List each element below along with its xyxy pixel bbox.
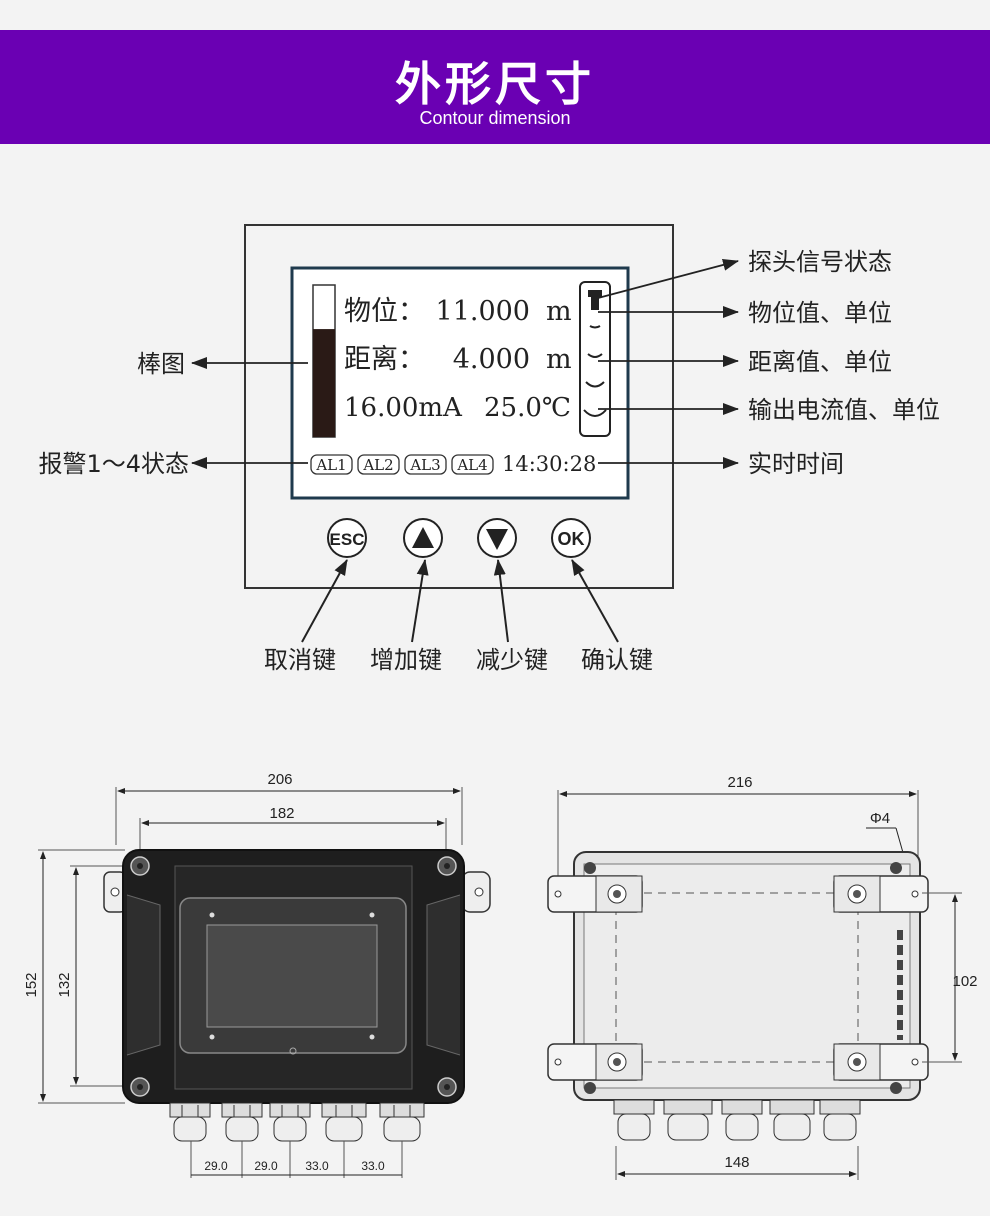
mounting-bracket [833, 875, 929, 913]
clock-time: 14:30:28 [502, 452, 596, 476]
ok-key[interactable]: OK [551, 518, 591, 558]
level-unit: m [546, 296, 572, 327]
distance-value-label: 距离值、单位 [748, 348, 892, 376]
page-subtitle: Contour dimension [419, 108, 571, 128]
cable-glands [613, 1099, 861, 1141]
up-triangle-icon [412, 527, 434, 548]
signal-wave-icon [587, 353, 603, 358]
down-key[interactable] [477, 518, 517, 558]
callout-arrow [597, 259, 739, 299]
dim-gland-spacing: 33.0 [361, 1159, 385, 1173]
mounting-bracket [833, 1043, 929, 1081]
signal-wave-icon [585, 381, 605, 388]
key-pointer-arrow [411, 559, 429, 643]
dim-overall-width: 206 [267, 771, 292, 788]
ok-key-caption: 确认键 [581, 646, 653, 674]
alarm-badge-label: AL4 [456, 456, 487, 474]
front-view-drawing: 206 182 152 132 [23, 771, 491, 1178]
level-value-label: 物位值、单位 [748, 299, 892, 327]
dim-gland-spacing: 29.0 [254, 1159, 278, 1173]
key-pointer-arrow [571, 559, 619, 643]
ok-key-icon: OK [558, 529, 585, 549]
back-view-drawing: 216 Φ4 [547, 774, 978, 1180]
alarm-badge [451, 454, 494, 475]
alarm-badge-label: AL2 [362, 456, 393, 474]
panel-diagram: 物位： 11.000 m 距离： 4.000 m 16.00mA 25.0℃ A… [38, 224, 940, 674]
signal-wave-icon [589, 325, 601, 329]
signal-wave-icon [583, 409, 607, 417]
page-title: 外形尺寸 [395, 57, 595, 111]
probe-signal-indicator [579, 281, 611, 437]
key-pointer-arrow [493, 559, 509, 643]
alarm-badges: AL1 AL2 AL3 AL4 [310, 454, 494, 475]
distance-unit: m [546, 344, 572, 375]
esc-key-caption: 取消键 [264, 646, 336, 674]
up-key[interactable] [403, 518, 443, 558]
current-output: 16.00mA [344, 393, 463, 423]
temperature-value: 25.0℃ [484, 393, 571, 423]
mounting-bracket [547, 1043, 643, 1081]
dim-hole-vertical: 102 [952, 973, 977, 990]
alarm-badge [404, 454, 447, 475]
key-pointer-arrow [301, 559, 348, 643]
bar-graph-fill [313, 329, 335, 437]
alarm-badge-label: AL3 [409, 456, 440, 474]
bar-chart-label: 棒图 [137, 350, 185, 378]
alarm-badge [357, 454, 400, 475]
alarm-status-label: 报警1～4状态 [38, 450, 189, 478]
up-key-caption: 增加键 [370, 646, 442, 674]
dim-back-width: 216 [727, 774, 752, 791]
probe-icon [588, 290, 602, 297]
level-label: 物位： [344, 296, 425, 327]
level-value: 11.000 [436, 296, 530, 327]
cable-glands [169, 1102, 425, 1142]
dim-hole-horizontal: 148 [724, 1154, 749, 1171]
dim-inner-height: 132 [56, 972, 73, 997]
dim-overall-height: 152 [23, 972, 40, 997]
dim-gland-spacing: 29.0 [204, 1159, 228, 1173]
distance-label: 距离： [344, 344, 425, 375]
dim-gland-spacing: 33.0 [305, 1159, 329, 1173]
distance-value: 4.000 [453, 344, 530, 375]
mounting-bracket [547, 875, 643, 913]
down-key-caption: 减少键 [476, 646, 548, 674]
dim-inner-width: 182 [269, 805, 294, 822]
esc-key[interactable]: ESC [327, 518, 367, 558]
alarm-badge-label: AL1 [315, 456, 346, 474]
probe-status-label: 探头信号状态 [748, 248, 892, 276]
header-banner: 外形尺寸 Contour dimension [0, 30, 990, 144]
dim-hole-diameter: Φ4 [870, 810, 890, 827]
current-output-label: 输出电流值、单位 [748, 396, 940, 424]
esc-key-icon: ESC [330, 530, 365, 549]
alarm-badge [310, 454, 353, 475]
down-triangle-icon [486, 529, 508, 550]
realtime-label: 实时时间 [748, 450, 844, 478]
